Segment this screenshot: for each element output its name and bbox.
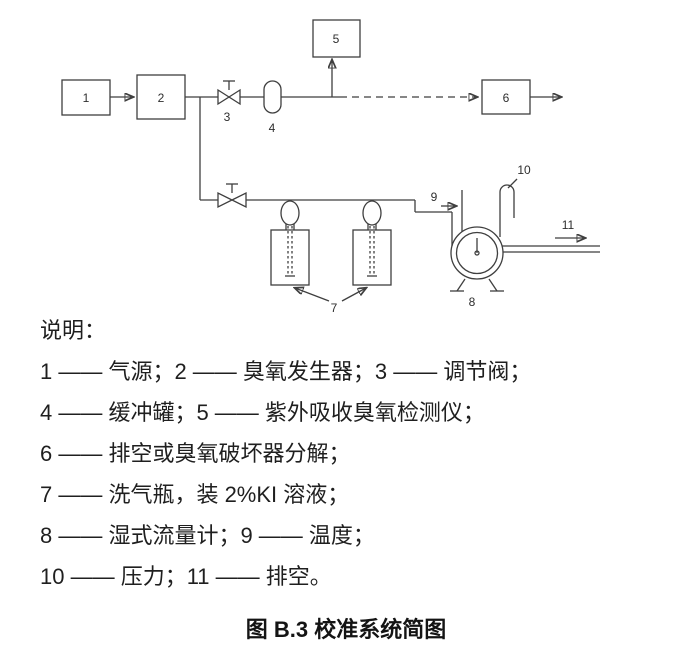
manometer: 10 bbox=[499, 163, 531, 237]
label-2: 2 bbox=[158, 91, 165, 105]
label-1: 1 bbox=[83, 91, 90, 105]
label-4: 4 bbox=[269, 121, 276, 135]
label-11: 11 bbox=[562, 218, 575, 232]
label-7: 7 bbox=[331, 301, 338, 315]
uv-detector-box: 5 bbox=[312, 19, 361, 58]
legend-line-1: 1 —— 气源；2 —— 臭氧发生器；3 —— 调节阀； bbox=[40, 359, 532, 384]
ozone-generator-box: 2 bbox=[136, 74, 186, 120]
legend: 说明： 1 —— 气源；2 —— 臭氧发生器；3 —— 调节阀； 4 —— 缓冲… bbox=[40, 310, 531, 597]
legend-title: 说明： bbox=[40, 318, 107, 343]
branch-valve bbox=[217, 183, 247, 209]
label-10: 10 bbox=[517, 163, 531, 177]
control-valve-3: 3 bbox=[217, 80, 241, 124]
label-6: 6 bbox=[503, 91, 510, 105]
label-3: 3 bbox=[224, 110, 231, 124]
pipe-to-meter bbox=[414, 200, 453, 246]
gas-source-box: 1 bbox=[61, 79, 111, 116]
buffer-tank: 4 bbox=[263, 80, 282, 135]
legend-line-2: 4 —— 缓冲罐；5 —— 紫外吸收臭氧检测仪； bbox=[40, 400, 485, 425]
thermometer: 9 bbox=[431, 190, 463, 232]
legend-line-4: 7 —— 洗气瓶，装 2%KI 溶液； bbox=[40, 482, 350, 507]
label-8: 8 bbox=[469, 295, 476, 309]
legend-line-5: 8 —— 湿式流量计；9 —— 温度； bbox=[40, 523, 375, 548]
label-5: 5 bbox=[333, 32, 340, 46]
wash-bottle-a bbox=[270, 200, 310, 286]
bottle-pointer-lines: 7 bbox=[295, 288, 366, 315]
wash-bottle-b bbox=[352, 200, 392, 286]
figure-caption: 图 B.3 校准系统简图 bbox=[245, 617, 447, 642]
legend-line-6: 10 —— 压力；11 —— 排空。 bbox=[40, 564, 332, 589]
wet-flow-meter: 8 bbox=[450, 226, 504, 309]
legend-line-3: 6 —— 排空或臭氧破坏器分解； bbox=[40, 441, 351, 466]
vent-pipe: 11 bbox=[502, 218, 600, 253]
vent-box: 6 bbox=[481, 79, 531, 115]
calibration-schematic: 1 2 3 4 5 bbox=[61, 19, 600, 315]
label-9: 9 bbox=[431, 190, 438, 204]
